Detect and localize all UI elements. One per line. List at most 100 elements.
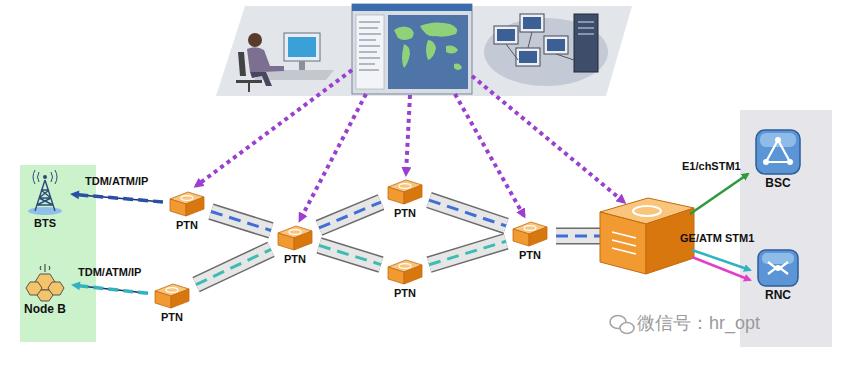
icon-part <box>181 196 193 201</box>
icon-part <box>775 137 781 143</box>
monitor-screen <box>288 37 316 57</box>
aggregation-device <box>600 198 694 274</box>
tube-connector <box>211 212 271 231</box>
bts-node: BTS <box>22 168 68 230</box>
tube-dash <box>319 202 381 228</box>
tube-dash <box>556 235 604 238</box>
tube-outline <box>211 212 271 231</box>
pc-monitor <box>494 26 518 44</box>
pc-monitor <box>544 36 568 54</box>
icon-part <box>775 265 781 271</box>
pc-screen <box>497 29 515 41</box>
body <box>247 47 284 72</box>
icon-part <box>787 159 793 165</box>
tube-outline <box>319 202 381 228</box>
icon-part <box>166 288 178 293</box>
tube-body <box>211 212 271 231</box>
node-label: RNC <box>765 288 791 302</box>
network-cables <box>506 32 574 60</box>
edge-label: TDM/ATM/IP <box>78 266 141 279</box>
tube-link <box>556 236 604 237</box>
server-slots <box>578 22 594 34</box>
icon-part <box>388 267 404 284</box>
tube-connector <box>319 245 381 264</box>
tube-body <box>319 202 381 228</box>
node-label: PTN <box>284 252 306 266</box>
ptn-node: PTN <box>273 224 317 266</box>
nodeb-icon <box>24 262 66 302</box>
access-panel <box>20 165 96 342</box>
atm-link <box>692 257 750 280</box>
edge-label: TDM/ATM/IP <box>85 175 148 188</box>
icon-part <box>760 133 796 147</box>
tube-outline <box>196 249 271 284</box>
access-connector <box>71 281 148 293</box>
icon-part <box>524 226 536 231</box>
ptn-node: PTN <box>383 258 427 300</box>
icon-part <box>33 170 57 184</box>
core-panel <box>740 110 832 347</box>
icon-part <box>289 230 301 235</box>
icon-part <box>763 159 769 165</box>
title-bar <box>352 4 472 11</box>
icon-part <box>278 233 294 250</box>
tube-outline <box>556 228 604 245</box>
tube-dash <box>429 241 506 264</box>
tube-body <box>319 245 381 264</box>
head <box>248 33 262 47</box>
icon-part <box>28 207 62 215</box>
icon-part <box>170 199 186 216</box>
icon-part <box>513 229 529 246</box>
bsc-icon <box>754 128 802 176</box>
rnc-icon <box>756 248 800 288</box>
node-label: PTN <box>394 286 416 300</box>
device-slots <box>612 232 636 254</box>
network-computers <box>484 14 608 86</box>
window-frame <box>352 4 472 94</box>
pc-monitor <box>516 48 540 66</box>
icon-part <box>43 175 47 179</box>
ptn-node: PTN <box>383 178 427 220</box>
management-band <box>216 6 632 96</box>
legs <box>250 72 272 86</box>
tube-dash <box>211 212 271 231</box>
nms-screenshot <box>352 4 472 94</box>
icon-part <box>758 250 798 286</box>
mgmt-arrow-group <box>196 70 624 220</box>
access-dash <box>78 286 148 294</box>
icon-part <box>756 130 800 174</box>
access-connector <box>70 190 163 202</box>
tube-outline <box>429 200 506 226</box>
node-label: PTN <box>161 310 183 324</box>
watermark-logo <box>610 316 634 334</box>
interface-label: GE/ATM STM1 <box>680 232 754 245</box>
ptn-icon <box>153 282 191 310</box>
ptn-icon <box>168 190 206 218</box>
ptn-icon <box>276 224 314 252</box>
tube-outline <box>429 241 506 264</box>
ptn-node: PTN <box>508 220 552 262</box>
e1-link <box>690 174 748 214</box>
icon-part <box>762 253 794 264</box>
device-symbol <box>633 206 661 216</box>
tower-icon <box>25 168 65 216</box>
tube-connector <box>429 241 506 264</box>
pc-screen <box>523 17 541 29</box>
tube-body <box>429 241 506 264</box>
node-label: PTN <box>176 218 198 232</box>
icon-part <box>766 140 790 162</box>
ptn-icon <box>386 178 424 206</box>
pc-screen <box>547 39 565 51</box>
map-area <box>388 15 468 89</box>
icon-part <box>26 274 64 301</box>
node-label: Node B <box>24 302 66 316</box>
icon-part <box>40 264 50 272</box>
arrow-head <box>71 281 80 290</box>
rnc-node: RNC <box>753 248 803 302</box>
access-dash <box>77 195 163 202</box>
tube-connector <box>429 200 506 226</box>
tube-connector <box>319 202 381 228</box>
operator-figure <box>236 33 334 92</box>
tube-dash <box>196 249 271 284</box>
